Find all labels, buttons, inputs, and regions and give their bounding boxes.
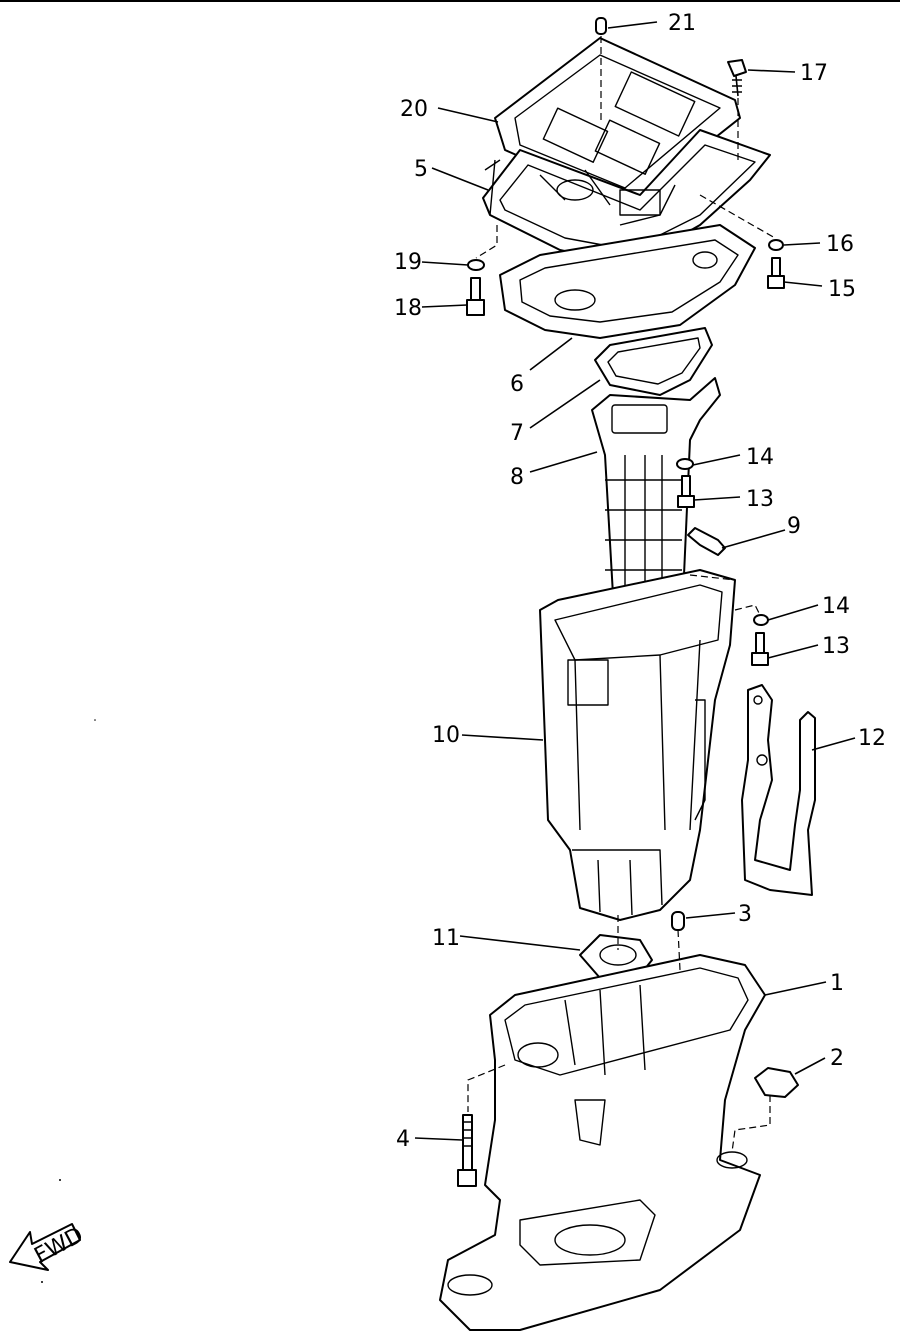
callout-17: 17 [800, 61, 828, 86]
bolt-17 [727, 59, 747, 97]
bolt-18 [466, 277, 485, 316]
bolt-13-lower [751, 632, 769, 666]
gasket-6 [499, 224, 756, 339]
callout-10: 10 [432, 723, 460, 748]
assembly-lines [467, 36, 776, 1153]
callout-13-upper: 13 [746, 487, 774, 512]
casing-1 [439, 954, 766, 1331]
callout-9: 9 [787, 514, 801, 539]
callout-8: 8 [510, 465, 524, 490]
callout-14-upper: 14 [746, 445, 774, 470]
leader-lines [414, 21, 856, 1141]
callout-11: 11 [432, 926, 460, 951]
callout-16: 16 [826, 232, 854, 257]
callout-5: 5 [414, 157, 428, 182]
clip-9 [687, 527, 726, 556]
callout-4: 4 [396, 1127, 410, 1152]
callout-6: 6 [510, 372, 524, 397]
upper-casing-10 [539, 569, 736, 921]
callout-2: 2 [830, 1046, 844, 1071]
callout-1: 1 [830, 971, 844, 996]
callout-3: 3 [738, 902, 752, 927]
washer-16 [768, 239, 784, 251]
gasket-7 [594, 327, 713, 396]
washer-14-upper [676, 458, 694, 470]
callout-14-lower: 14 [822, 594, 850, 619]
bolt-15 [767, 257, 785, 289]
callout-20: 20 [400, 97, 428, 122]
callout-13-lower: 13 [822, 634, 850, 659]
callout-21: 21 [668, 11, 696, 36]
scan-specks [41, 719, 96, 1283]
washer-14-lower [753, 614, 769, 626]
bolt-13-upper [677, 475, 695, 508]
callout-15: 15 [828, 277, 856, 302]
callout-7: 7 [510, 421, 524, 446]
plate-5 [482, 129, 771, 266]
pin-3 [671, 911, 685, 931]
fwd-arrow: FWD [9, 1223, 88, 1271]
pin-21 [595, 17, 607, 35]
washer-19 [467, 259, 485, 271]
callout-labels: 21 17 20 5 16 19 15 18 6 7 14 8 13 9 14 … [394, 11, 886, 1152]
callout-18: 18 [394, 296, 422, 321]
bolt-4 [457, 1114, 477, 1187]
callout-19: 19 [394, 250, 422, 275]
seal-12 [741, 684, 816, 896]
cap-2 [754, 1067, 799, 1098]
callout-12: 12 [858, 726, 886, 751]
